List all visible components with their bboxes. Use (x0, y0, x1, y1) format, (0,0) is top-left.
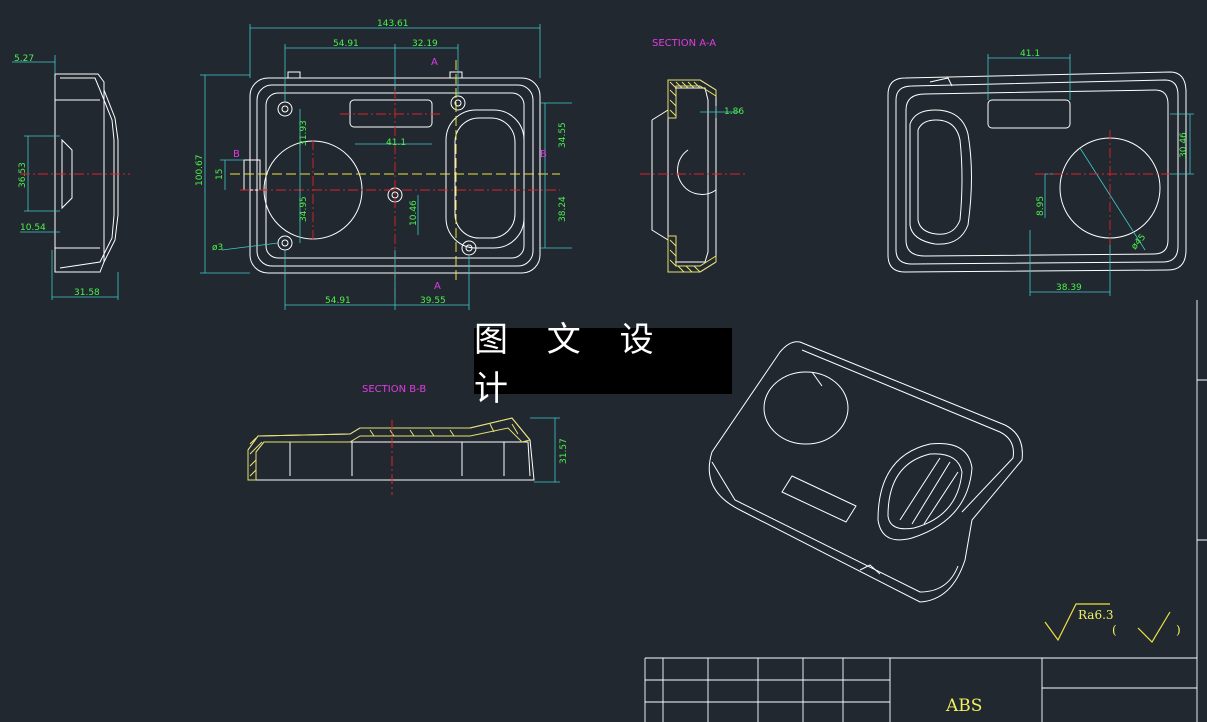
isometric-view (708, 341, 1023, 603)
dim-wall-thickness: 1.86 (724, 107, 744, 117)
dim-right-upper: 34.55 (558, 122, 568, 148)
watermark-banner: 图 文 设 计 (474, 320, 732, 409)
section-aa-label: SECTION A-A (652, 38, 716, 49)
dim-slot-width-front: 41.1 (386, 138, 406, 148)
dim-offset-top: 32.19 (412, 39, 438, 49)
dim-upper-hole: 31.93 (299, 120, 309, 146)
rear-view-dims (987, 54, 1194, 296)
dim-side-offset: 10.54 (20, 223, 46, 233)
dim-right-lower: 38.24 (558, 196, 568, 222)
dim-rear-offset: 8.95 (1036, 196, 1046, 216)
material-label: ABS (945, 696, 982, 716)
dim-side-boss: 36.53 (18, 162, 28, 188)
front-view-centerlines (240, 90, 560, 300)
cut-a-top: A (431, 57, 438, 68)
dim-circle-diameter: ø45 (1130, 233, 1149, 252)
cut-b-left: B (233, 149, 240, 160)
dim-offset-bottom: 39.55 (420, 296, 446, 306)
side-view (54, 73, 119, 273)
dim-hole-spacing-bottom: 54.91 (325, 296, 351, 306)
dim-overall-height: 100.67 (195, 155, 205, 187)
dim-side-top: 5.27 (14, 54, 34, 64)
roughness-value: Ra6.3 (1078, 608, 1114, 622)
section-aa-view (651, 79, 717, 273)
dim-rear-width: 38.39 (1056, 283, 1082, 293)
front-view (243, 71, 541, 274)
section-aa-hatch (667, 79, 717, 273)
dim-hole-diameter: ø3 (212, 243, 223, 253)
dim-step: 15 (215, 169, 225, 180)
front-view-dims (200, 24, 572, 310)
roughness-bracket: ( (1112, 623, 1117, 637)
section-bb-label: SECTION B-B (362, 384, 426, 395)
dim-lower-hole: 34.95 (299, 196, 309, 222)
title-block (644, 300, 1207, 722)
dim-center-hole: 10.46 (409, 200, 419, 226)
dim-section-height: 31.57 (559, 438, 569, 464)
dim-rear-height: 30.46 (1179, 132, 1189, 158)
dim-overall-width: 143.61 (377, 19, 409, 29)
section-bb-hatch (247, 417, 531, 481)
dim-side-depth: 31.58 (74, 288, 100, 298)
dim-slot-width-rear: 41.1 (1020, 49, 1040, 59)
roughness-symbol (1044, 603, 1171, 643)
cut-b-right: B (540, 149, 547, 160)
cut-a-bottom: A (434, 281, 441, 292)
dim-hole-spacing-top: 54.91 (333, 39, 359, 49)
roughness-bracket-close: ) (1176, 623, 1181, 637)
